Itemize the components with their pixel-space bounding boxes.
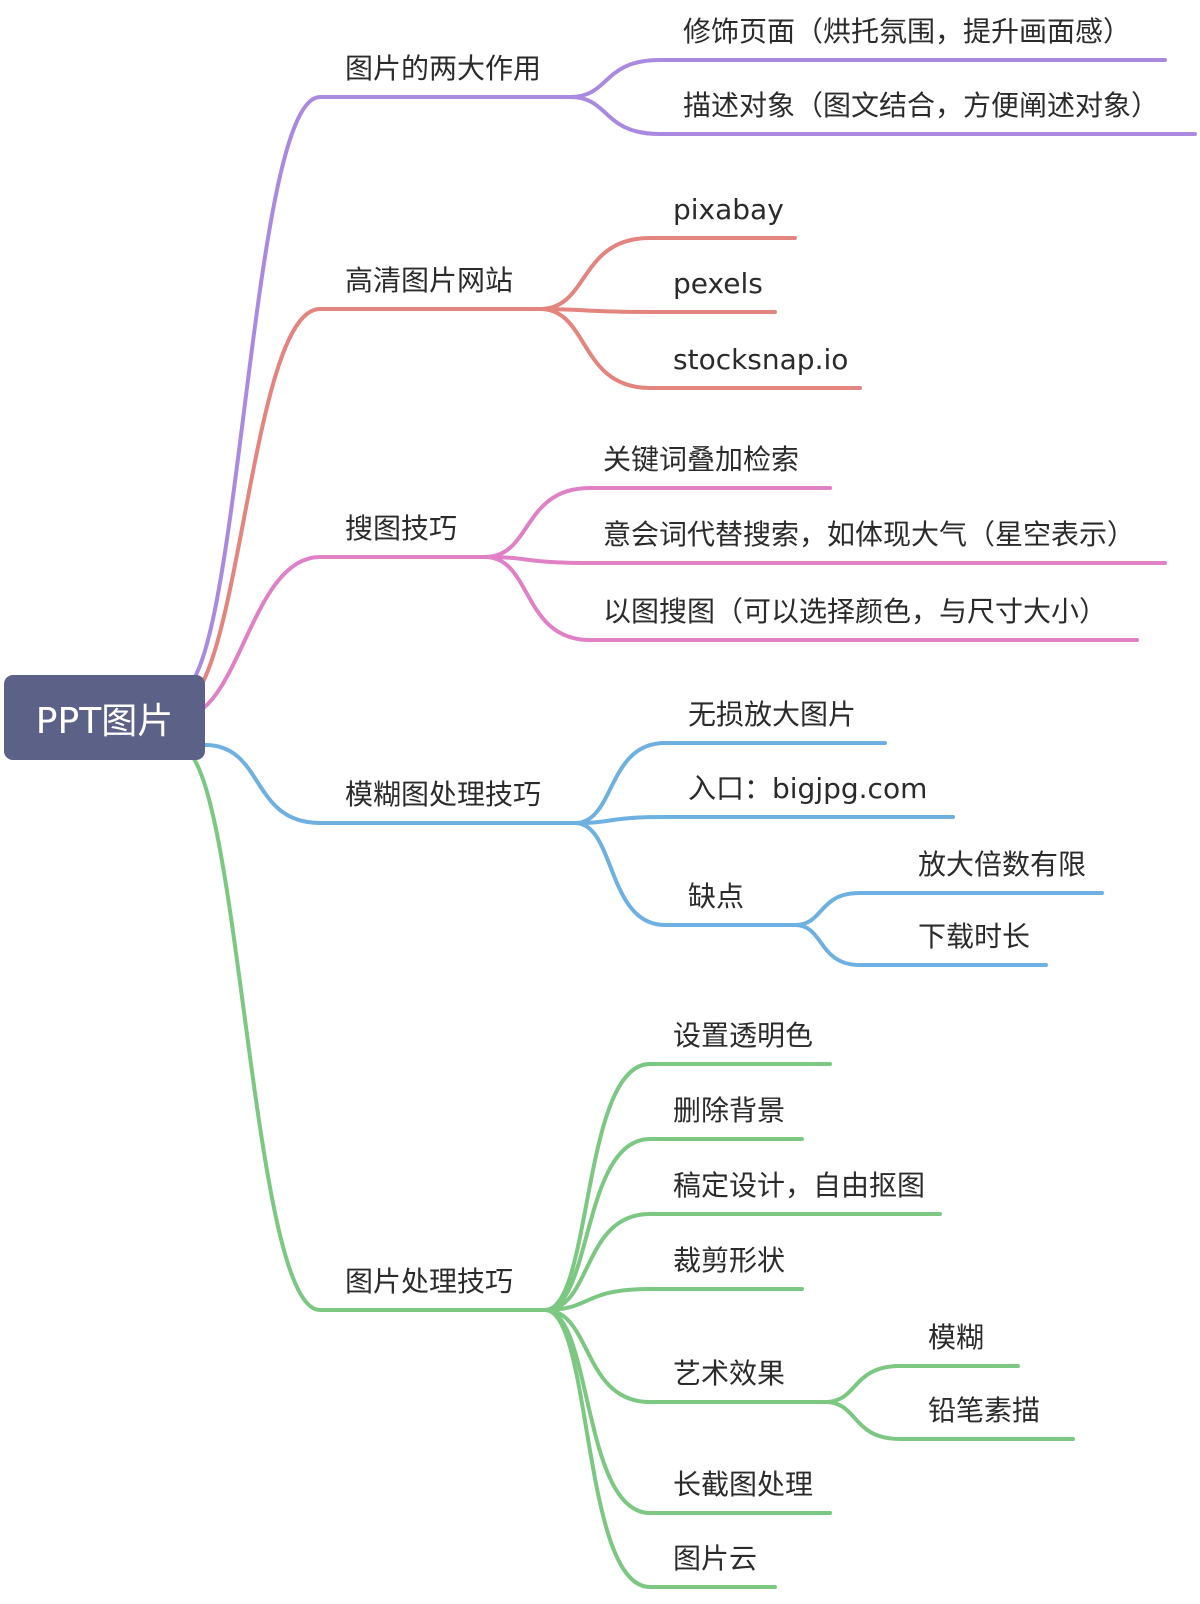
- child-label-2-1[interactable]: 意会词代替搜索，如体现大气（星空表示）: [603, 518, 1136, 551]
- child-label-4-4[interactable]: 艺术效果: [673, 1357, 786, 1390]
- child-connector-4-3: [543, 1287, 804, 1312]
- branch-connector-4: [178, 746, 547, 1312]
- child-connector-2-1: [483, 555, 1167, 565]
- child-label-0-1[interactable]: 描述对象（图文结合，方便阐述对象）: [683, 89, 1160, 122]
- branch-connector-3: [203, 743, 577, 825]
- child-connector-0-1: [568, 95, 1197, 136]
- child-connector-2-2: [483, 555, 1139, 642]
- branch-label-3[interactable]: 模糊图处理技巧: [345, 778, 542, 811]
- child-label-0-0[interactable]: 修饰页面（烘托氛围，提升画面感）: [683, 15, 1132, 48]
- child-label-3-1[interactable]: 入口：bigjpg.com: [688, 772, 928, 805]
- child-connector-4-2: [543, 1212, 942, 1312]
- child-connector-4-6: [543, 1308, 777, 1589]
- branch-label-0[interactable]: 图片的两大作用: [345, 52, 542, 85]
- child-label-1-2[interactable]: stocksnap.io: [673, 343, 849, 376]
- child-connector-4-4: [543, 1308, 827, 1404]
- grandchild-label-3-2-0[interactable]: 放大倍数有限: [918, 848, 1087, 881]
- child-connector-3-2: [573, 821, 797, 927]
- child-label-1-0[interactable]: pixabay: [673, 193, 784, 226]
- grandchild-connector-3-2-1: [793, 923, 1048, 967]
- grandchild-connector-3-2-0: [793, 891, 1104, 927]
- branch-label-1[interactable]: 高清图片网站: [345, 264, 514, 297]
- child-connector-3-0: [573, 741, 887, 825]
- grandchild-label-4-4-0[interactable]: 模糊: [928, 1321, 985, 1354]
- root-node[interactable]: PPT图片: [4, 675, 205, 760]
- grandchild-connector-4-4-0: [823, 1364, 1020, 1404]
- child-label-4-2[interactable]: 稿定设计，自由抠图: [673, 1169, 926, 1202]
- child-connector-1-0: [538, 236, 797, 311]
- child-connector-3-1: [573, 815, 955, 825]
- child-label-2-0[interactable]: 关键词叠加检索: [603, 443, 800, 476]
- child-connector-1-2: [538, 307, 862, 390]
- branch-label-4[interactable]: 图片处理技巧: [345, 1265, 514, 1298]
- child-label-3-0[interactable]: 无损放大图片: [688, 698, 857, 731]
- child-label-4-1[interactable]: 删除背景: [673, 1094, 786, 1127]
- branch-connector-2: [178, 555, 487, 720]
- child-connector-4-0: [543, 1062, 832, 1312]
- grandchild-label-3-2-1[interactable]: 下载时长: [918, 920, 1031, 953]
- child-label-4-0[interactable]: 设置透明色: [673, 1019, 814, 1052]
- child-connector-1-1: [538, 307, 777, 314]
- child-connector-2-0: [483, 486, 832, 559]
- child-connector-0-0: [568, 58, 1167, 99]
- child-label-4-6[interactable]: 图片云: [673, 1542, 758, 1575]
- child-label-3-2[interactable]: 缺点: [688, 880, 745, 913]
- grandchild-connector-4-4-1: [823, 1400, 1075, 1441]
- branch-label-2[interactable]: 搜图技巧: [345, 512, 458, 545]
- child-label-4-5[interactable]: 长截图处理: [673, 1468, 814, 1501]
- child-label-1-1[interactable]: pexels: [673, 267, 763, 300]
- grandchild-label-4-4-1[interactable]: 铅笔素描: [928, 1394, 1041, 1427]
- child-label-2-2[interactable]: 以图搜图（可以选择颜色，与尺寸大小）: [603, 595, 1108, 628]
- branch-connector-0: [178, 95, 572, 692]
- branch-connector-1: [178, 307, 542, 706]
- child-label-4-3[interactable]: 裁剪形状: [673, 1244, 786, 1277]
- child-connector-4-1: [543, 1137, 804, 1312]
